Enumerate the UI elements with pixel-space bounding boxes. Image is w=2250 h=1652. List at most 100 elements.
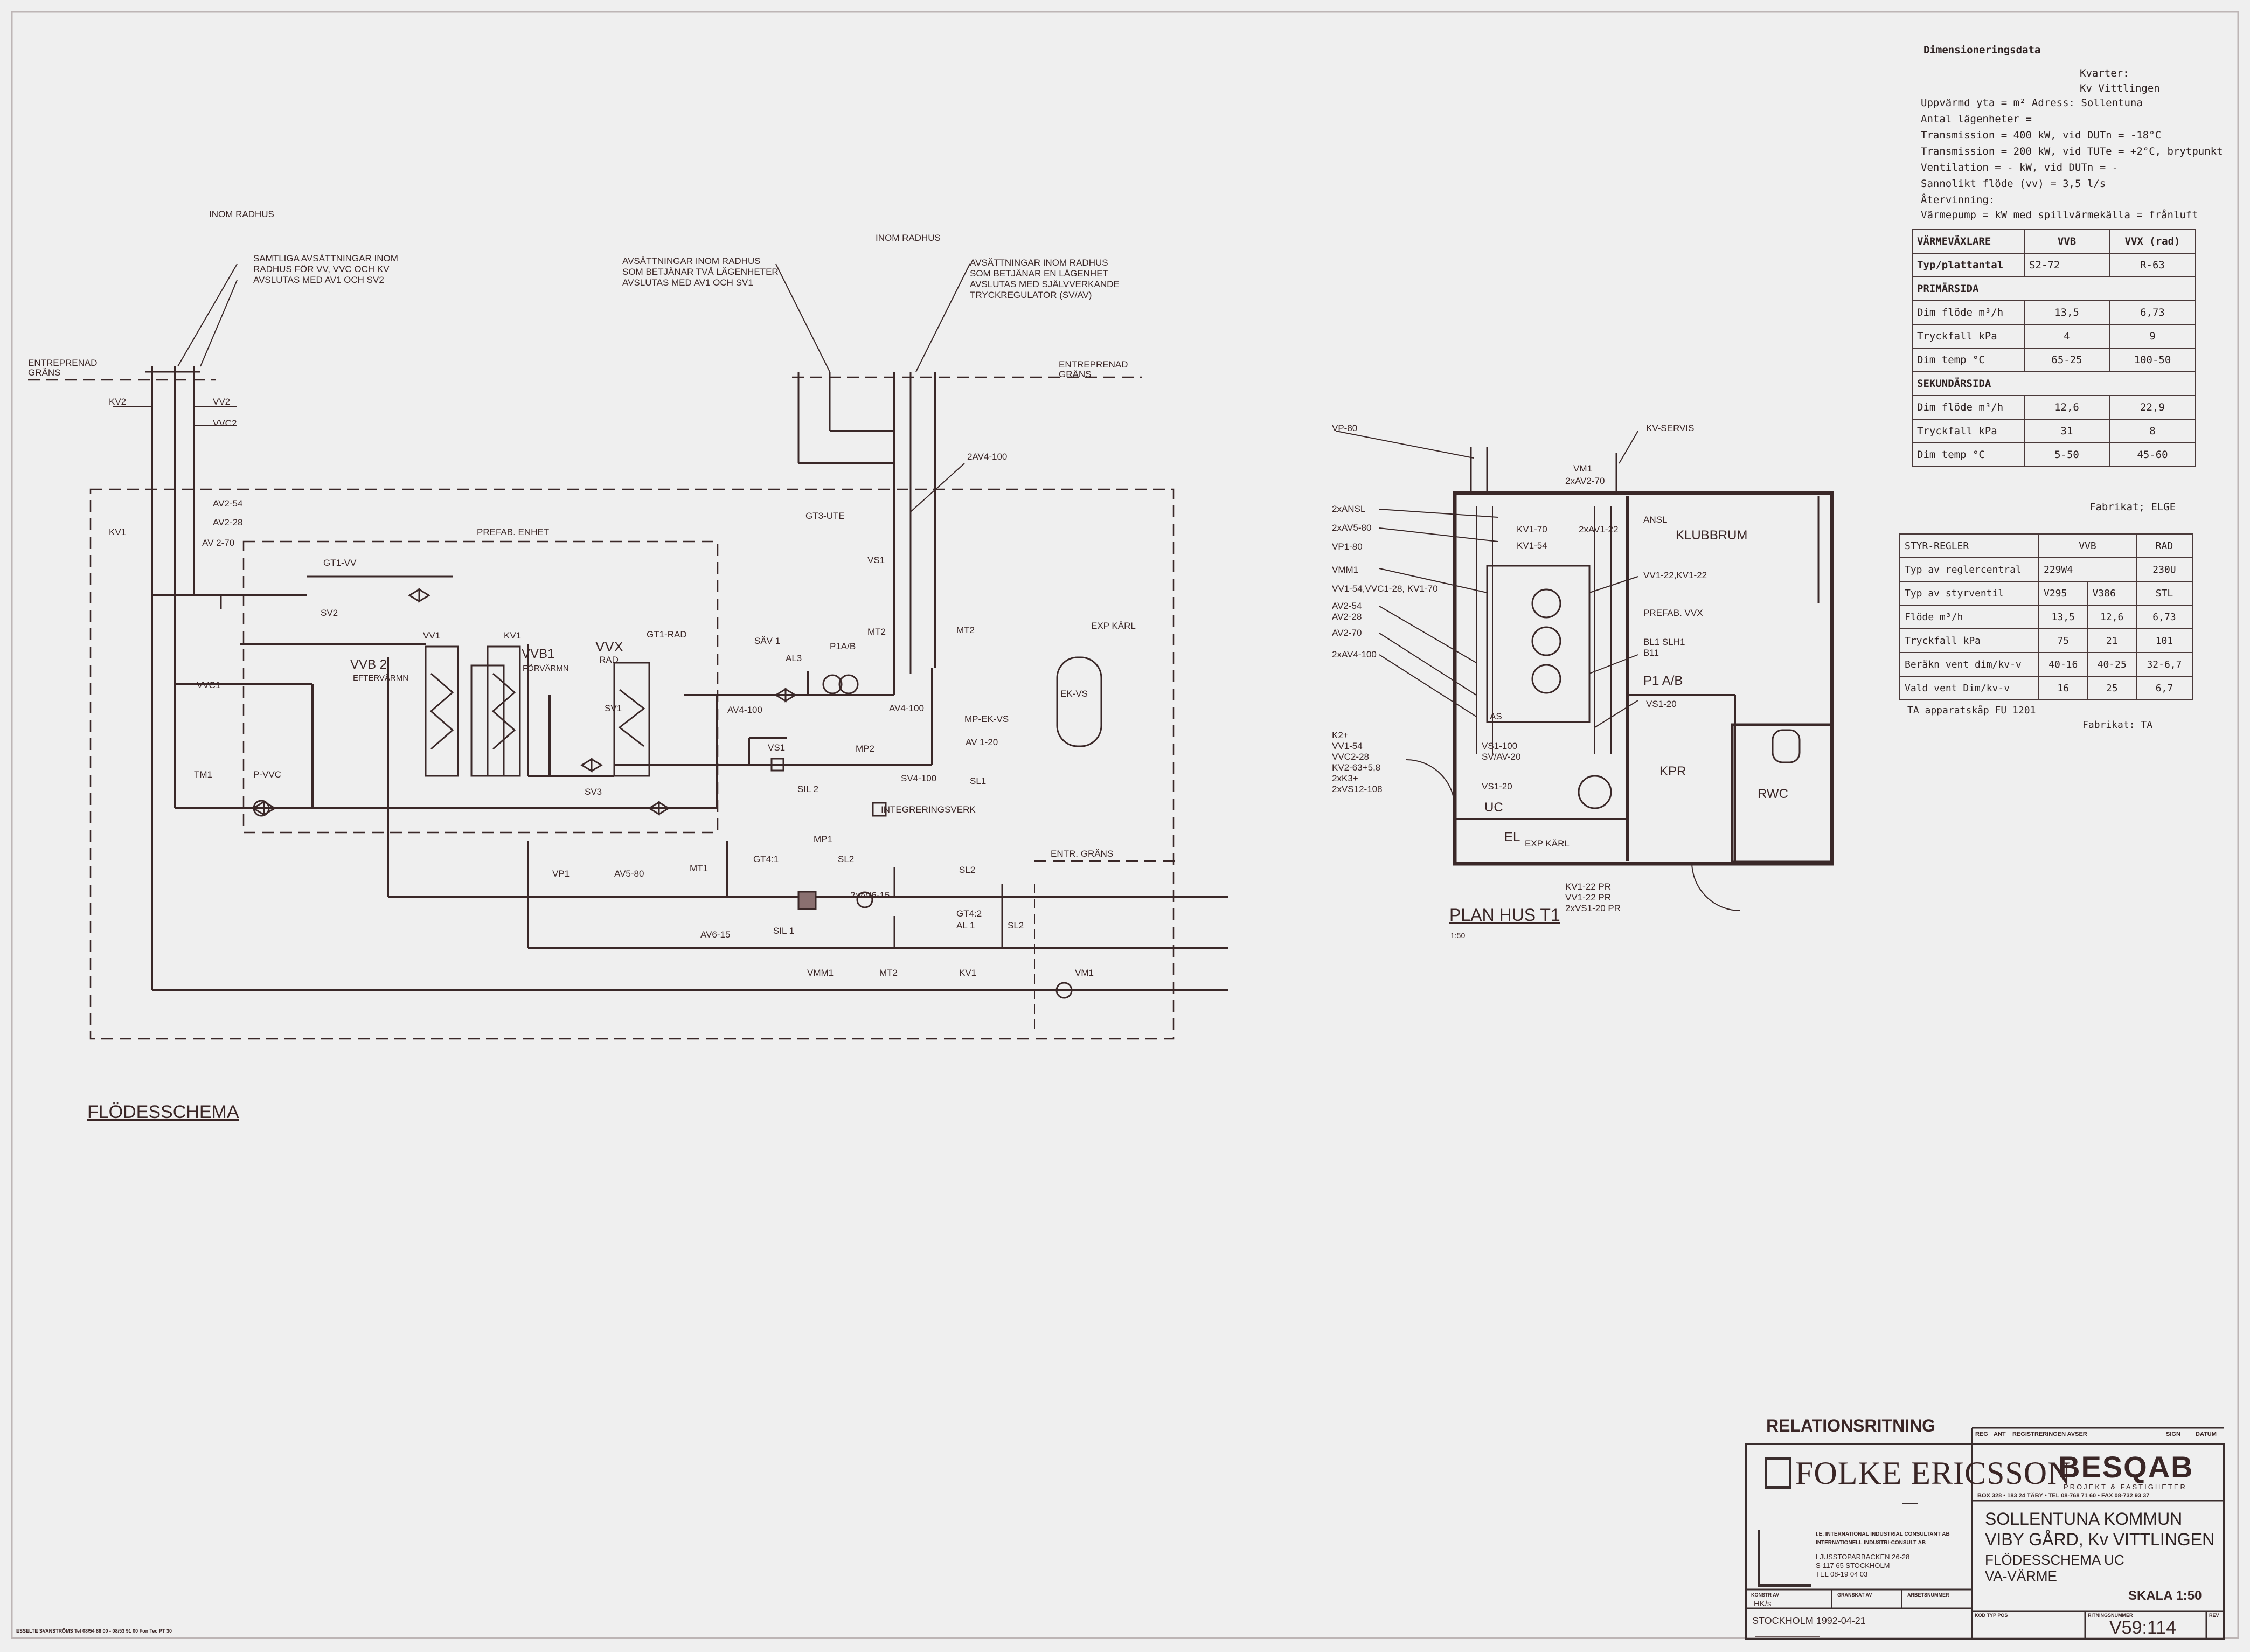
label-vs1-100: VS1-100 <box>1482 741 1518 751</box>
dim-line: Sannolikt flöde (vv) = 3,5 l/s <box>1921 178 2106 190</box>
table-header-cell: VVX (rad) <box>2109 229 2196 254</box>
label-sv4-100: SV4-100 <box>901 773 937 783</box>
note-line: AVSÄTTNINGAR INOM RADHUS <box>970 258 1108 268</box>
label-kv1: KV1 <box>109 527 127 537</box>
label-gt1-rad: GT1-RAD <box>647 629 687 640</box>
label-kv1-54: KV1-54 <box>1517 540 1547 551</box>
note-line: SAMTLIGA AVSÄTTNINGAR INOM <box>253 253 398 263</box>
label-line: GRÄNS <box>28 367 61 378</box>
dim-line: Transmission = 400 kW, vid DUTn = -18°C <box>1921 129 2162 141</box>
label-vs1: VS1 <box>768 742 786 753</box>
dim-line: Värmepump = kW med spillvärmekälla = frå… <box>1921 209 2198 221</box>
label-vs1-20: VS1-20 <box>1646 699 1677 709</box>
table-cell: 31 <box>2024 419 2110 443</box>
company-lines: I.E. INTERNATIONAL INDUSTRIAL CONSULTANT… <box>1816 1530 1967 1579</box>
label-kv2-63: KV2-63+5,8 <box>1332 762 1381 773</box>
label-mp1: MP1 <box>814 834 832 844</box>
label-gt42: GT4:2 <box>956 908 982 919</box>
label-prefab-enhet: PREFAB. ENHET <box>477 527 550 537</box>
sm-label: GRANSKAT AV <box>1837 1592 1872 1598</box>
table-cell: 22,9 <box>2109 395 2196 420</box>
label-rad: RAD <box>599 655 619 665</box>
subject-line: FLÖDESSCHEMA UC <box>1985 1552 2124 1568</box>
table-cell: Tryckfall kPa <box>1912 324 2025 349</box>
label-line: GRÄNS <box>1059 369 1092 379</box>
label-sav1: SÄV 1 <box>754 636 781 646</box>
table-cell: 40-25 <box>2087 652 2137 677</box>
ta-note: TA apparatskåp FU 1201 <box>1907 705 2036 716</box>
table-cell: Typ/plattantal <box>1912 253 2025 277</box>
note-line: SOM BETJÄNAR EN LÄGENHET <box>970 268 1108 279</box>
table-cell: 21 <box>2087 628 2137 653</box>
label-forvarmn: FÖRVÄRMN <box>523 664 569 673</box>
note-avsattningar-1: SAMTLIGA AVSÄTTNINGAR INOM RADHUS FÖR VV… <box>253 253 398 286</box>
table-header-cell: VVB <box>2024 229 2110 254</box>
table-cell: R-63 <box>2109 253 2196 277</box>
note-line: SOM BETJÄNAR TVÅ LÄGENHETER <box>622 267 779 277</box>
table-cell: 8 <box>2109 419 2196 443</box>
label-kpr: KPR <box>1659 764 1686 779</box>
label-av2-54: AV2-54 <box>213 498 243 509</box>
fe-logo-icon <box>1765 1457 1791 1489</box>
note-line: TRYCKREGULATOR (SV/AV) <box>970 290 1092 300</box>
label-vv1-22: VV1-22,KV1-22 <box>1643 570 1707 580</box>
table-cell: 230U <box>2135 557 2193 582</box>
label-sv2: SV2 <box>321 608 338 618</box>
label-kv1-70: KV1-70 <box>1517 524 1547 535</box>
label-av2-70: AV 2-70 <box>202 538 235 548</box>
sm-label: REV <box>2209 1613 2219 1618</box>
besqab-logo: BESQAB <box>2058 1450 2194 1484</box>
table-header-row: VÄRMEVÄXLARE VVB VVX (rad) <box>1912 229 2196 254</box>
sheet-border <box>11 11 2239 1639</box>
project-line: VIBY GÅRD, Kv VITTLINGEN <box>1985 1530 2215 1549</box>
dim-line: Antal lägenheter = <box>1921 113 2032 125</box>
label-mt2: MT2 <box>879 968 898 978</box>
label-al3: AL3 <box>786 653 802 663</box>
sm-label: RITNINGSNUMMER <box>2088 1613 2133 1618</box>
label-kv-servis: KV-SERVIS <box>1646 423 1695 433</box>
label-av4-100: AV4-100 <box>889 703 924 713</box>
label-ek-vs: EK-VS <box>1060 689 1088 699</box>
table-header-cell: RAD <box>2135 533 2193 558</box>
label-vvb1: VVB1 <box>522 647 555 661</box>
label-vmm1: VMM1 <box>807 968 834 978</box>
label-kv2: KV2 <box>109 397 127 407</box>
table-cell: 13,5 <box>2038 605 2088 629</box>
label-mt2: MT2 <box>956 625 975 635</box>
label-vm1: VM1 <box>1573 463 1592 474</box>
label-vvc2-28: VVC2-28 <box>1332 752 1369 762</box>
label-2xav6-15: 2xAV6-15 <box>850 890 890 900</box>
label-sil1: SIL 1 <box>773 926 795 936</box>
label-entr-grans: ENTR. GRÄNS <box>1051 849 1114 859</box>
company-line: TEL 08-19 04 03 <box>1816 1570 1868 1578</box>
label-eftervarmn: EFTERVÄRMN <box>353 674 409 683</box>
label-vvx: VVX <box>595 638 624 655</box>
table-cell: 6,73 <box>2109 300 2196 325</box>
label-vmm1: VMM1 <box>1332 565 1359 575</box>
company-name: FOLKE ERICSSON <box>1795 1455 2072 1491</box>
label-mp-ek-vs: MP-EK-VS <box>964 714 1009 724</box>
table-cell: 12,6 <box>2024 395 2110 420</box>
label-sl2: SL2 <box>959 865 976 875</box>
label-entreprenad-grans: ENTREPRENAD GRÄNS <box>28 358 97 378</box>
label-gt1-vv: GT1-VV <box>323 558 357 568</box>
dim-line: Uppvärmd yta = m² Adress: Sollentuna <box>1921 97 2143 109</box>
table-cell: 16 <box>2038 676 2088 700</box>
table-row: PRIMÄRSIDA <box>1912 276 2196 301</box>
note-line: AVSLUTAS MED AV1 OCH SV1 <box>622 277 753 288</box>
label-b11: B11 <box>1643 648 1659 658</box>
company-line: INTERNATIONELL INDUSTRI-CONSULT AB <box>1816 1540 1926 1546</box>
label-sl1: SL1 <box>970 776 987 786</box>
label-sv-av-20: SV/AV-20 <box>1482 752 1521 762</box>
title-block-frame <box>1745 1427 2225 1640</box>
dim-line: Kvarter: <box>2080 67 2129 79</box>
label-exp-karl: EXP KÄRL <box>1525 838 1570 849</box>
rev-header: ANT <box>1994 1431 2006 1438</box>
